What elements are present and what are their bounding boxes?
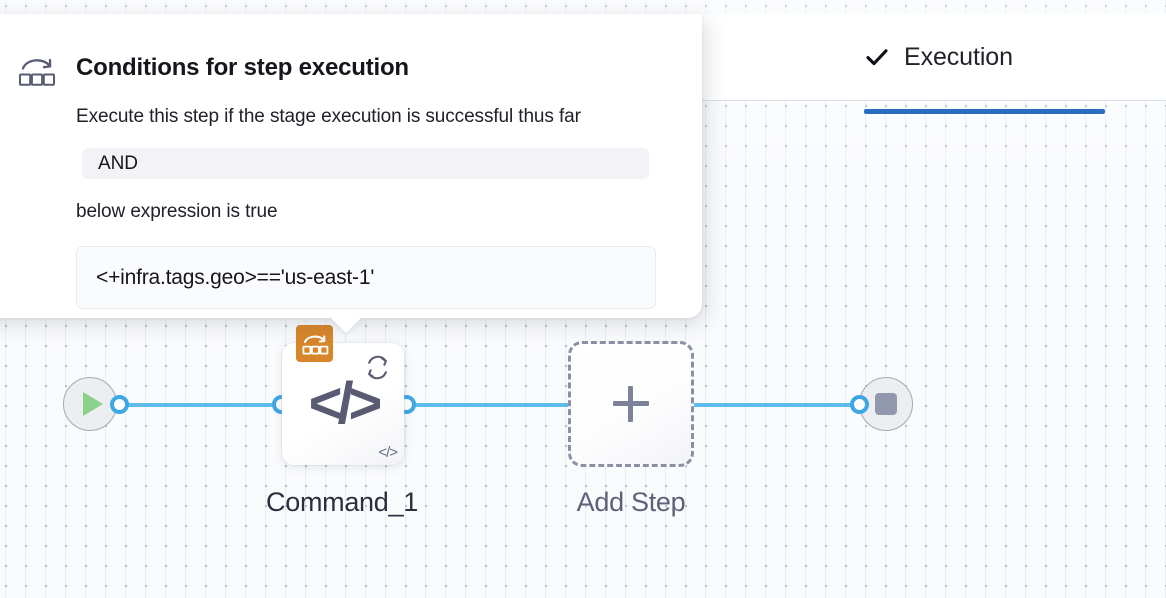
add-step-button[interactable]	[568, 341, 694, 467]
conditional-execution-icon[interactable]	[296, 325, 333, 362]
stop-icon	[875, 393, 897, 415]
step-conditions-popover: Conditions for step execution Execute th…	[0, 14, 702, 318]
plus-icon	[613, 386, 649, 422]
edge-step-to-add	[398, 403, 640, 407]
check-icon	[864, 44, 890, 70]
play-icon	[83, 392, 103, 416]
loop-retry-icon	[361, 351, 394, 384]
add-step-label: Add Step	[576, 487, 686, 517]
code-icon: </>	[308, 371, 383, 436]
tab-execution[interactable]: Execution	[864, 14, 1013, 100]
connector-port-end-in[interactable]	[850, 395, 869, 414]
condition-expression-field[interactable]: <+infra.tags.geo>=='us-east-1'	[76, 246, 656, 309]
edge-add-to-end	[622, 403, 868, 407]
popover-condition-line-2: below expression is true	[76, 201, 278, 222]
popover-pointer	[330, 317, 362, 333]
popover-title: Conditions for step execution	[76, 54, 409, 81]
code-icon-small: </>	[378, 444, 398, 461]
step-node-label: Command_1	[266, 487, 418, 517]
popover-condition-line-1: Execute this step if the stage execution…	[76, 106, 581, 127]
edge-start-to-step	[108, 403, 288, 407]
step-node-command-1[interactable]: </> </>	[282, 325, 404, 465]
active-tab-indicator	[864, 109, 1105, 114]
conditional-execution-icon-popover	[16, 50, 58, 92]
connector-port-start-out[interactable]	[110, 395, 129, 414]
condition-operator-field[interactable]: AND	[82, 148, 649, 179]
pipeline-start-node[interactable]	[63, 377, 117, 431]
tab-execution-label: Execution	[904, 42, 1013, 71]
